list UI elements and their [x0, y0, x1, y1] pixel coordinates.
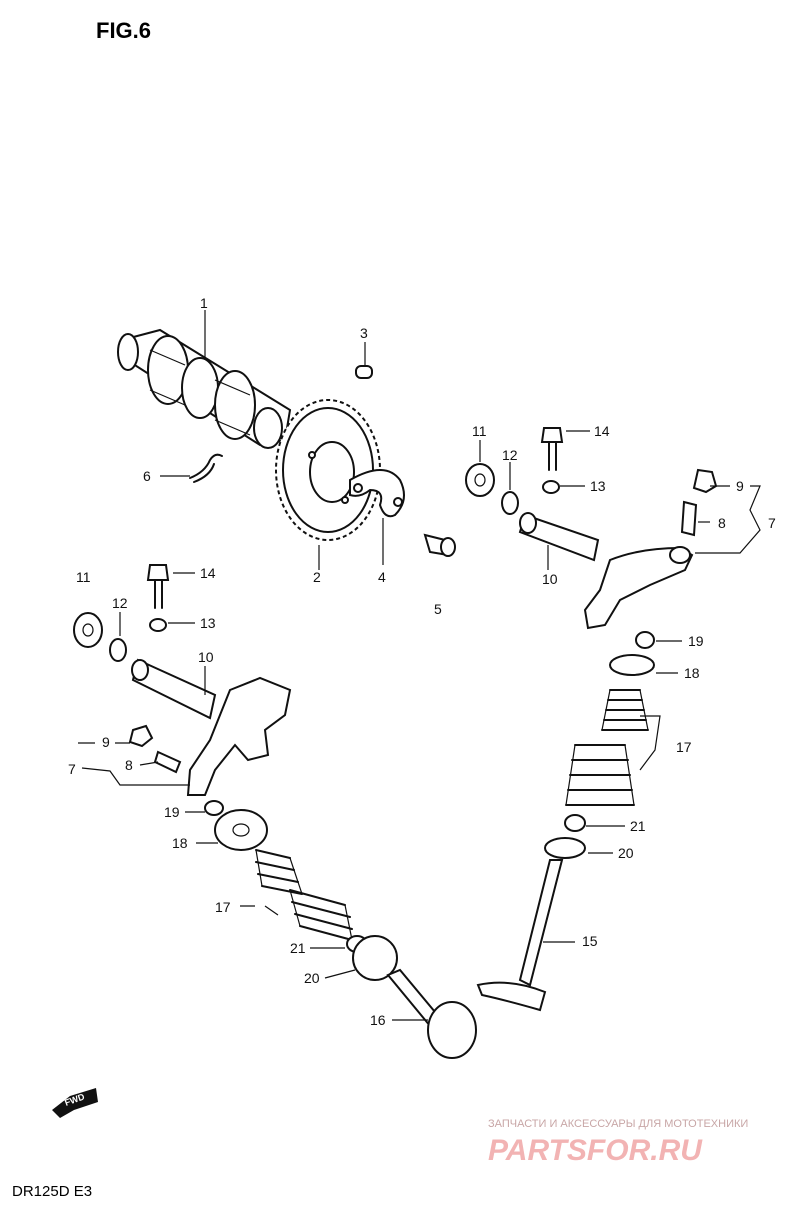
valve-cap-left — [204, 800, 224, 816]
callout-21-left: 21 — [290, 940, 306, 956]
callout-11-right: 11 — [472, 423, 487, 439]
callout-3: 3 — [360, 325, 368, 341]
valve-springs-left — [255, 849, 353, 941]
stem-seal-right — [564, 814, 586, 832]
callout-16: 16 — [370, 1012, 386, 1028]
rocker-arm-left — [186, 676, 292, 796]
washer-left — [73, 612, 103, 648]
watermark-line2: PARTSFOR.RU — [488, 1134, 703, 1167]
callout-15: 15 — [582, 933, 598, 949]
exhaust-valve — [518, 859, 564, 987]
spring-seat-right — [544, 837, 586, 859]
o-ring-right — [501, 491, 519, 515]
o-ring — [189, 453, 223, 483]
valve-cap-right — [635, 631, 655, 649]
spring-seat-left — [352, 935, 398, 981]
callout-19-left: 19 — [164, 804, 180, 820]
callout-14-left: 14 — [200, 565, 216, 581]
adjust-screw-right — [680, 500, 698, 537]
figure-title: FIG.6 — [96, 18, 151, 43]
callout-9-left: 9 — [102, 734, 110, 750]
callout-20-right: 20 — [618, 845, 634, 861]
callout-20-left: 20 — [304, 970, 320, 986]
bolt-14-right — [540, 427, 564, 443]
callout-6: 6 — [143, 468, 151, 484]
callout-9-right: 9 — [736, 478, 744, 494]
callout-5: 5 — [434, 601, 442, 617]
callout-19-right: 19 — [688, 633, 704, 649]
adjust-nut-left — [128, 724, 154, 748]
callout-8-left: 8 — [125, 757, 133, 773]
callout-14-right: 14 — [594, 423, 610, 439]
model-code: DR125D E3 — [12, 1183, 92, 1200]
adjust-nut-right — [692, 468, 718, 494]
callout-18-left: 18 — [172, 835, 188, 851]
cam-sprocket — [275, 399, 381, 541]
sprocket-bolt — [423, 533, 456, 557]
rocker-assembly-left — [73, 564, 477, 1059]
washer-13-left — [149, 618, 167, 632]
callout-12-right: 12 — [502, 447, 518, 463]
retainer-right — [609, 654, 655, 676]
callout-12-left: 12 — [112, 595, 128, 611]
lock-plate — [349, 469, 405, 518]
camshaft — [117, 328, 292, 449]
rocker-assembly-right — [465, 427, 718, 1012]
adjust-screw-left — [153, 750, 182, 774]
washer-13-right — [542, 480, 560, 494]
callout-10-left: 10 — [198, 649, 214, 665]
o-ring-left — [109, 638, 127, 662]
callout-11-left: 11 — [76, 569, 91, 585]
watermark: ЗАПЧАСТИ И АКСЕССУАРЫ ДЛЯ МОТОТЕХНИКИ PA… — [488, 1118, 748, 1167]
callout-8-right: 8 — [718, 515, 726, 531]
leader-lines — [78, 310, 761, 1021]
callout-7-right: 7 — [768, 515, 776, 531]
callout-2: 2 — [313, 569, 321, 585]
callout-13-right: 13 — [590, 478, 606, 494]
callout-17-right: 17 — [676, 739, 692, 755]
callout-4: 4 — [378, 569, 386, 585]
valve-springs-right — [565, 689, 649, 806]
watermark-line1: ЗАПЧАСТИ И АКСЕССУАРЫ ДЛЯ МОТОТЕХНИКИ — [488, 1118, 748, 1130]
callout-13-left: 13 — [200, 615, 216, 631]
callout-17-left: 17 — [215, 899, 231, 915]
bolt-14-left — [146, 564, 170, 581]
callouts: 1 2 3 4 5 6 7 8 9 10 11 12 13 14 15 16 1… — [68, 295, 776, 1028]
callout-18-right: 18 — [684, 665, 700, 681]
callout-21-right: 21 — [630, 818, 646, 834]
callout-10-right: 10 — [542, 571, 558, 587]
forward-arrow: FWD — [52, 1088, 98, 1118]
retainer-left — [214, 809, 268, 851]
callout-1: 1 — [200, 295, 208, 311]
washer-right — [465, 463, 495, 497]
callout-7-left: 7 — [68, 761, 76, 777]
sprocket-pin — [355, 365, 373, 379]
